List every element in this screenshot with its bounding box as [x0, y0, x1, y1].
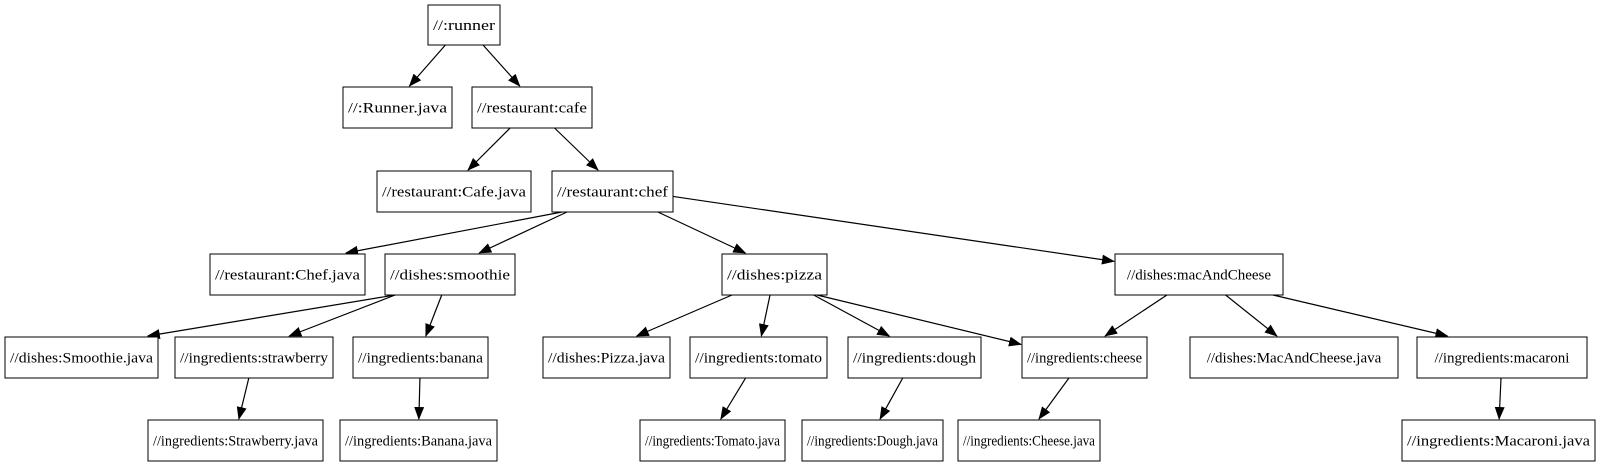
node-runner: //:runner [427, 4, 501, 46]
edge-runner-to-runner-java [408, 44, 446, 87]
node-dough-java: //ingredients:Dough.java [801, 419, 944, 462]
node-label: //ingredients:dough [853, 351, 977, 367]
node-label: //restaurant:Cafe.java [382, 185, 526, 201]
node-label: //dishes:Pizza.java [548, 351, 665, 367]
node-box [721, 253, 828, 296]
edge-cheese-to-cheese-java [1038, 377, 1070, 420]
edge-smoothie-to-banana [425, 294, 443, 337]
node-label: //ingredients:Strawberry.java [153, 434, 318, 450]
node-box [1021, 336, 1148, 379]
edge-mac-and-cheese-to-mac-and-cheese-java [1225, 294, 1278, 337]
node-mac-and-cheese: //dishes:macAndCheese [1114, 253, 1284, 296]
node-chef: //restaurant:chef [551, 170, 674, 213]
node-label: //restaurant:chef [557, 185, 668, 201]
node-box [957, 419, 1101, 462]
node-box [801, 419, 944, 462]
node-box [209, 253, 366, 296]
edge-cafe-to-chef [554, 127, 599, 171]
node-dough: //ingredients:dough [847, 336, 982, 379]
edge-pizza-to-cheese [816, 294, 1022, 347]
node-macaroni: //ingredients:macaroni [1416, 336, 1588, 379]
edge-chef-to-smoothie [478, 211, 568, 254]
node-label: //ingredients:Macaroni.java [1407, 434, 1590, 450]
node-pizza: //dishes:pizza [721, 253, 828, 296]
node-banana: //ingredients:banana [352, 336, 489, 379]
node-banana-java: //ingredients:Banana.java [339, 419, 498, 462]
node-runner-java: //:Runner.java [342, 86, 453, 129]
edge-smoothie-to-strawberry [288, 294, 396, 337]
node-label: //ingredients:banana [358, 351, 483, 367]
node-box [689, 336, 828, 379]
node-label: //dishes:smoothie [390, 268, 510, 284]
node-macaroni-java: //ingredients:Macaroni.java [1401, 419, 1596, 462]
node-box [4, 336, 159, 379]
node-cafe-java: //restaurant:Cafe.java [376, 170, 532, 213]
node-smoothie: //dishes:smoothie [384, 253, 516, 296]
node-label: //:Runner.java [348, 101, 447, 117]
node-box [342, 86, 453, 129]
node-label: //ingredients:Dough.java [807, 434, 938, 450]
node-box [339, 419, 498, 462]
node-pizza-java: //dishes:Pizza.java [542, 336, 671, 379]
edge-mac-and-cheese-to-macaroni [1272, 294, 1449, 339]
node-label: //dishes:MacAndCheese.java [1207, 351, 1382, 367]
node-box [551, 170, 674, 213]
edge-pizza-to-tomato [758, 294, 771, 337]
node-label: //ingredients:strawberry [180, 351, 329, 367]
node-label: //ingredients:Cheese.java [963, 434, 1095, 450]
node-cheese-java: //ingredients:Cheese.java [957, 419, 1101, 462]
edge-smoothie-to-smoothie-java [146, 294, 396, 339]
node-box [1114, 253, 1284, 296]
node-label: //ingredients:Banana.java [345, 434, 492, 450]
node-label: //:runner [433, 18, 495, 34]
node-box [639, 419, 786, 462]
edge-pizza-to-dough [813, 294, 891, 337]
node-label: //restaurant:Chef.java [215, 268, 360, 284]
node-strawberry: //ingredients:strawberry [174, 336, 334, 379]
node-mac-and-cheese-java: //dishes:MacAndCheese.java [1189, 336, 1399, 379]
node-smoothie-java: //dishes:Smoothie.java [4, 336, 159, 379]
edge-strawberry-to-strawberry-java [236, 377, 250, 420]
node-box [352, 336, 489, 379]
node-label: //ingredients:Tomato.java [645, 434, 780, 450]
node-label: //ingredients:tomato [695, 351, 822, 367]
node-label: //ingredients:cheese [1027, 351, 1142, 367]
node-label: //dishes:pizza [727, 268, 822, 284]
edge-macaroni-to-macaroni-java [1494, 377, 1505, 420]
node-box [376, 170, 532, 213]
node-strawberry-java: //ingredients:Strawberry.java [147, 419, 324, 462]
nodes-layer: //:runner //:Runner.java //restaurant:cafe… [4, 4, 1596, 462]
node-box [1416, 336, 1588, 379]
node-box [384, 253, 516, 296]
node-box [542, 336, 671, 379]
node-box [174, 336, 334, 379]
edge-pizza-to-pizza-java [635, 294, 733, 337]
edge-cafe-to-cafe-java [467, 127, 511, 171]
node-cafe: //restaurant:cafe [471, 86, 593, 129]
edge-chef-to-mac-and-cheese [672, 195, 1115, 265]
node-box [1401, 419, 1596, 462]
node-tomato: //ingredients:tomato [689, 336, 828, 379]
edge-runner-to-cafe [482, 44, 521, 87]
edge-mac-and-cheese-to-cheese [1104, 294, 1168, 337]
edge-dough-to-dough-java [879, 377, 904, 420]
node-box [147, 419, 324, 462]
node-chef-java: //restaurant:Chef.java [209, 253, 366, 296]
node-tomato-java: //ingredients:Tomato.java [639, 419, 786, 462]
node-box [471, 86, 593, 129]
node-label: //dishes:Smoothie.java [10, 351, 153, 367]
node-box [1189, 336, 1399, 379]
node-box [427, 4, 501, 46]
edge-banana-to-banana-java [414, 377, 425, 420]
edge-chef-to-chef-java [345, 211, 563, 256]
node-label: //ingredients:macaroni [1435, 351, 1570, 367]
edge-tomato-to-tomato-java [720, 377, 747, 420]
node-label: //restaurant:cafe [477, 101, 587, 117]
edge-chef-to-pizza [657, 211, 747, 254]
node-label: //dishes:macAndCheese [1127, 268, 1271, 284]
edges-layer [146, 44, 1505, 420]
node-cheese: //ingredients:cheese [1021, 336, 1148, 379]
node-box [847, 336, 982, 379]
